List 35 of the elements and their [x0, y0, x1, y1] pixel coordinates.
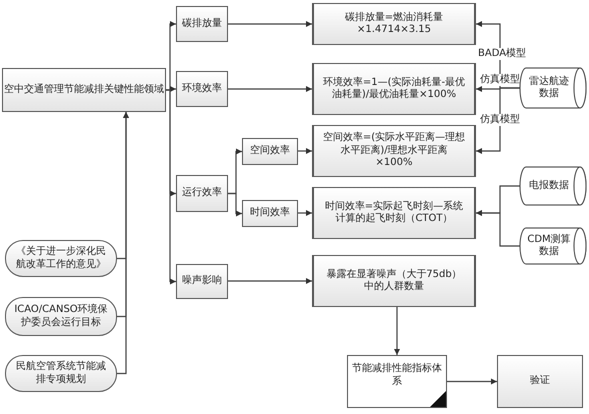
connector-arrow	[228, 192, 242, 216]
connector-arrow	[298, 210, 312, 216]
category-box: 环境效率	[176, 71, 228, 107]
category-box: 碳排放量	[176, 6, 228, 42]
connector-arrow	[228, 86, 312, 92]
connector-arrow	[166, 89, 176, 284]
data-label: CDM测算数据	[526, 234, 572, 258]
formula-box: 环境效率=1—(实际油耗量-最优油耗量)/最优油耗量×100%	[312, 63, 476, 115]
connector-arrow	[394, 307, 400, 355]
connector-arrow	[447, 378, 497, 384]
category-box: 空间效率	[242, 138, 298, 165]
document-box: 节能减排性能指标体系	[347, 355, 447, 408]
policy-terminal: ICAO/CANSO环境保护委员会运行目标	[5, 297, 117, 336]
edge-label: 仿真模型	[479, 74, 521, 86]
connector-arrow	[298, 148, 312, 154]
connector-arrow	[476, 87, 520, 154]
data-label: 电报数据	[529, 180, 569, 192]
category-box: 噪声影响	[176, 264, 228, 299]
process-box: 空中交通管理节能减排关键性能领域	[2, 68, 166, 112]
data-label: 雷达航迹数据	[528, 76, 570, 100]
connector-arrow	[228, 21, 312, 27]
edge-label: 仿真模型	[479, 114, 521, 126]
edge-label: BADA模型	[477, 48, 528, 60]
category-box: 时间效率	[242, 200, 298, 227]
policy-terminal: 民航空管系统节能减排专项规划	[5, 355, 117, 392]
category-box: 运行效率	[176, 175, 228, 212]
connector-arrow	[117, 112, 129, 374]
connector-arrow	[228, 278, 312, 284]
connector-arrow	[476, 210, 520, 247]
formula-box: 暴露在显著噪声（大于75db）中的人群数量	[312, 255, 476, 307]
formula-box: 空间效率=(实际水平距离—理想水平距离)/理想水平距离×100%	[312, 125, 476, 177]
formula-box: 时间效率=实际起飞时刻—系统计算的起飞时刻（CTOT）	[312, 187, 476, 239]
formula-box: 碳排放量=燃油消耗量×1.4714×3.15	[312, 3, 476, 45]
policy-terminal: 《关于进一步深化民航改革工作的意见》	[5, 240, 117, 277]
process-box: 验证	[497, 355, 583, 408]
